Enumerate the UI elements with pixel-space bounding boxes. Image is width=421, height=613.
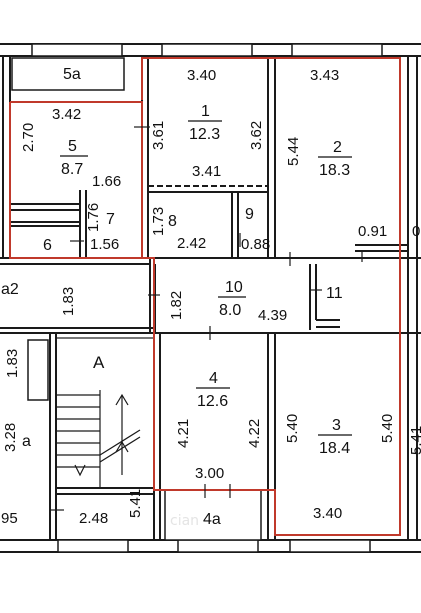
room-5-number: 5 — [68, 138, 77, 155]
dim-r1-left: 3.61 — [150, 121, 167, 150]
room-labels: 5a 1 12.3 2 18.3 5 8.7 6 7 8 9 10 8.0 11… — [1, 66, 352, 528]
dim-a-side: 3.28 — [2, 423, 19, 452]
dim-r9-bottom: 0.88 — [241, 236, 270, 253]
window-a — [27, 339, 49, 401]
room-3-number: 3 — [332, 417, 341, 434]
room-10-area: 8.0 — [219, 302, 241, 319]
room-11-number: 11 — [326, 285, 343, 302]
room-1-area: 12.3 — [189, 126, 220, 143]
dim-r3-bottom: 3.40 — [313, 505, 342, 522]
room-a2-number: a2 — [1, 281, 19, 298]
room-5a-number: 5a — [63, 66, 81, 83]
room-4-area: 12.6 — [197, 393, 228, 410]
room-a-number: a — [22, 433, 31, 450]
dim-r5-bottom: 1.66 — [92, 173, 121, 190]
dim-r3-right: 5.40 — [379, 414, 396, 443]
dim-r8-bottom: 2.42 — [177, 235, 206, 252]
stair-a-label: A — [93, 353, 105, 372]
dim-r4-left: 4.21 — [175, 419, 192, 448]
watermark: cian — [170, 513, 199, 529]
dim-r2-side: 0.91 — [358, 223, 387, 240]
dim-r5-left: 2.70 — [20, 123, 37, 152]
room-4-number: 4 — [209, 370, 218, 387]
dim-a-top: 1.83 — [4, 349, 21, 378]
room-2-number: 2 — [333, 139, 342, 156]
dim-r1-right: 3.62 — [248, 121, 265, 150]
windows — [11, 43, 383, 553]
dim-r4-bottom: 3.00 — [195, 465, 224, 482]
room-8-number: 8 — [168, 213, 177, 230]
dimension-ticks — [50, 126, 363, 511]
dim-r3-left: 5.40 — [284, 414, 301, 443]
highlight-boundary — [9, 57, 401, 536]
room-5-area: 8.7 — [61, 161, 83, 178]
dim-r10-bottom: 4.39 — [258, 307, 287, 324]
balcony-5a — [11, 57, 125, 91]
dim-r5-top: 3.42 — [52, 106, 81, 123]
dim-r8-left: 1.73 — [150, 207, 167, 236]
dimension-labels: 3.40 3.61 3.62 3.41 3.43 5.44 0.91 3.42 … — [1, 67, 421, 527]
room-6-number: 6 — [43, 237, 52, 254]
dim-r4-right: 4.22 — [246, 419, 263, 448]
dim-r10-left: 1.82 — [168, 291, 185, 320]
dim-r7-left: 1.76 — [85, 203, 102, 232]
dim-a-bottom: 95 — [1, 510, 18, 527]
dim-r2-left: 5.44 — [285, 137, 302, 166]
room-3-area: 18.4 — [319, 440, 350, 457]
dim-stair-width: 2.48 — [79, 510, 108, 527]
room-9-number: 9 — [245, 206, 254, 223]
stair-a — [55, 337, 155, 489]
dim-stair-height: 5.41 — [127, 489, 144, 518]
room-1-number: 1 — [201, 103, 210, 120]
dim-r2-top: 3.43 — [310, 67, 339, 84]
room-4a-number: 4a — [203, 511, 221, 528]
dim-r1-bottom: 3.41 — [192, 163, 221, 180]
room-7-number: 7 — [106, 211, 115, 228]
dim-far-right: 5.41 — [408, 426, 421, 455]
dim-far-right-top: 0 — [412, 223, 420, 240]
balcony-4a — [164, 489, 262, 541]
dim-r1-top: 3.40 — [187, 67, 216, 84]
room-10-number: 10 — [225, 279, 243, 296]
room-2-area: 18.3 — [319, 162, 350, 179]
dim-r7-bottom: 1.56 — [90, 236, 119, 253]
dim-a2-height: 1.83 — [60, 287, 77, 316]
